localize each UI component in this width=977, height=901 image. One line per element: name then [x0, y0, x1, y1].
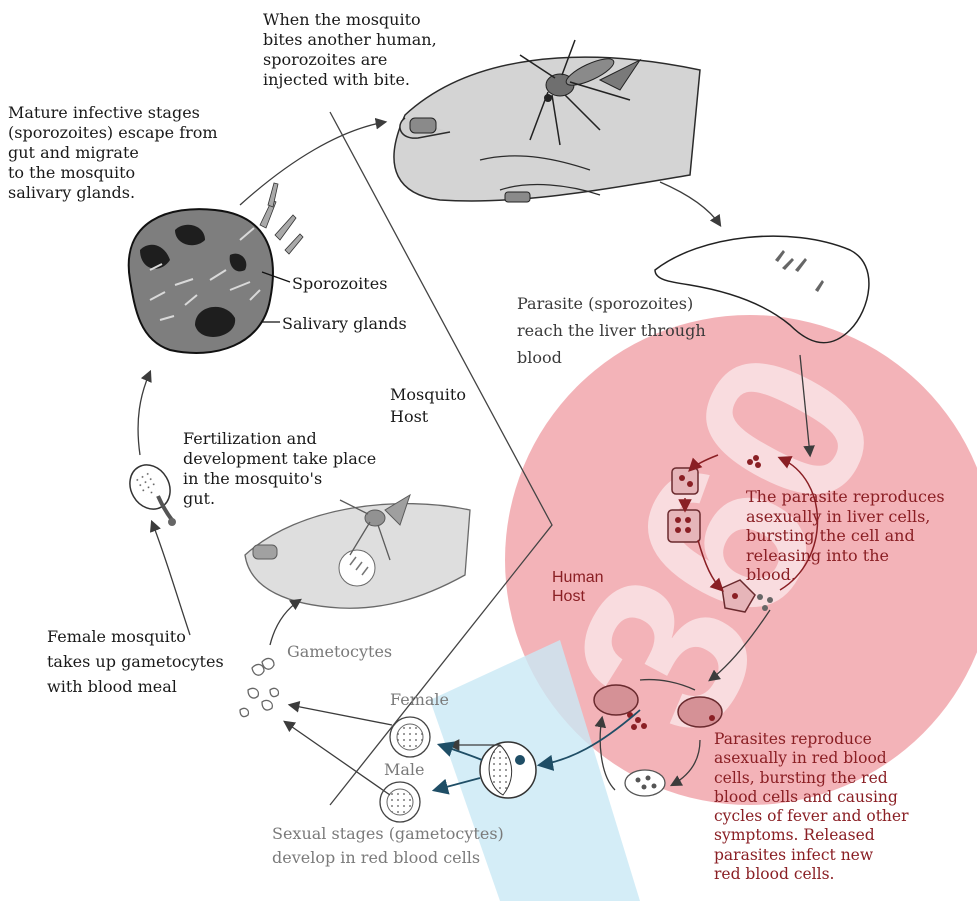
label-sexual-stages: Sexual stages (gametocytes) develop in r…: [272, 822, 504, 870]
salivary-gland: [129, 183, 303, 353]
mosquito-gut-cell: [122, 458, 178, 526]
label-salivary-glands: Salivary glands: [282, 314, 407, 334]
label-rbc-reproduce: Parasites reproduce asexually in red blo…: [714, 730, 909, 884]
male-gametocyte: [380, 782, 420, 822]
label-mosquito-bites: When the mosquito bites another human, s…: [263, 10, 437, 90]
label-sporozoites: Sporozoites: [292, 274, 387, 294]
label-mosquito-host: Mosquito Host: [390, 384, 466, 428]
label-liver-reproduce: The parasite reproduces asexually in liv…: [746, 487, 945, 585]
label-parasite-liver: Parasite (sporozoites) reach the liver t…: [517, 290, 706, 371]
female-gametocyte: [390, 717, 430, 757]
label-gametocytes: Gametocytes: [287, 642, 392, 662]
label-mature-stages: Mature infective stages (sporozoites) es…: [8, 103, 218, 203]
hand-mosquito-biting: [394, 40, 700, 202]
label-fertilization: Fertilization and development take place…: [183, 429, 376, 509]
hand-mosquito-blood-meal: [245, 495, 470, 608]
gametocyte-shapes: [240, 658, 278, 716]
label-female: Female: [390, 690, 449, 710]
gametocyte-cell: [480, 742, 536, 798]
label-human-host: Human Host: [552, 568, 604, 606]
label-female-mosquito: Female mosquito takes up gametocytes wit…: [47, 624, 224, 699]
label-male: Male: [384, 760, 425, 780]
